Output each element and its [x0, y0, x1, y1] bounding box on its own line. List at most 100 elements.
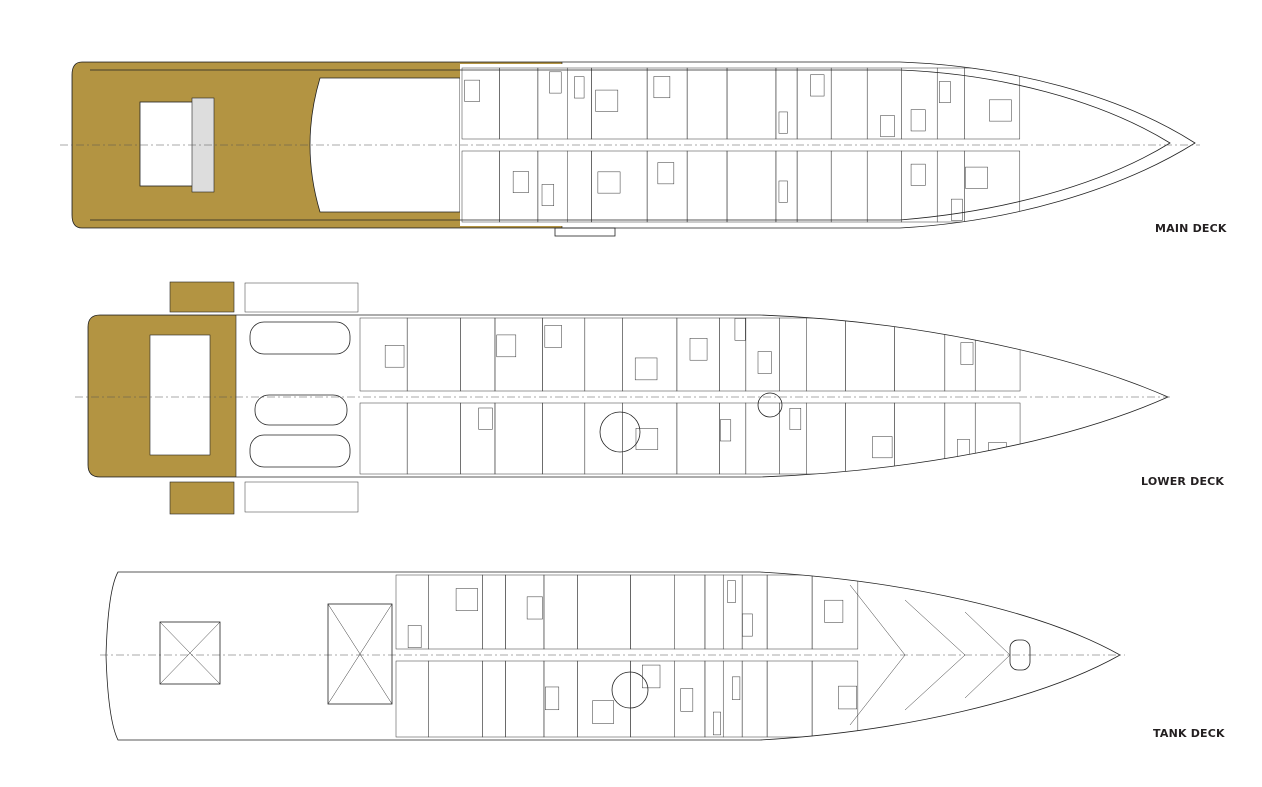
room-partition	[944, 402, 976, 475]
main-deck-label: MAIN DECK	[1155, 222, 1227, 235]
room-partition	[845, 317, 895, 392]
furniture	[592, 700, 614, 724]
furniture	[597, 171, 621, 194]
room-partition	[722, 574, 743, 650]
room-partition	[630, 660, 675, 738]
main-deck-pool	[139, 101, 203, 187]
side-door-bottom	[244, 481, 359, 513]
room-partition	[395, 574, 429, 650]
room-partition	[766, 574, 813, 650]
furniture	[824, 599, 844, 623]
furniture	[545, 686, 560, 711]
room-partition	[494, 402, 543, 475]
room-partition	[584, 402, 623, 475]
furniture	[734, 318, 746, 341]
furniture	[544, 325, 562, 348]
furniture	[960, 342, 974, 365]
furniture	[595, 89, 619, 112]
room-partition	[542, 402, 586, 475]
furniture	[965, 166, 988, 189]
room-partition	[395, 660, 429, 738]
room-partition	[674, 660, 706, 738]
room-partition	[845, 402, 895, 475]
room-partition	[577, 660, 631, 738]
furniture	[988, 442, 1007, 465]
furniture	[789, 408, 802, 430]
room-partition	[894, 402, 946, 475]
room-partition	[428, 574, 483, 650]
room-partition	[543, 574, 578, 650]
room-partition	[745, 317, 780, 392]
room-partition	[584, 317, 623, 392]
furniture	[512, 171, 529, 193]
furniture	[384, 345, 405, 368]
room-partition	[460, 317, 496, 392]
room-partition	[766, 660, 813, 738]
furniture	[635, 428, 659, 450]
furniture	[478, 407, 493, 430]
furniture	[680, 688, 694, 712]
room-partition	[676, 317, 720, 392]
furniture	[634, 357, 658, 381]
furniture	[713, 711, 721, 736]
furniture	[778, 111, 788, 134]
furniture	[549, 71, 562, 94]
room-partition	[811, 660, 859, 738]
furniture	[957, 439, 970, 461]
side-door-top	[244, 282, 359, 313]
room-partition	[974, 317, 1021, 392]
room-partition	[482, 574, 506, 650]
furniture	[526, 596, 543, 620]
furniture	[496, 334, 517, 358]
furniture	[407, 625, 422, 648]
furniture	[720, 419, 732, 442]
room-partition	[543, 660, 578, 738]
room-partition	[505, 660, 545, 738]
room-partition	[806, 402, 846, 475]
room-partition	[676, 402, 720, 475]
furniture	[872, 436, 893, 459]
furniture	[939, 81, 951, 103]
room-partition	[630, 574, 675, 650]
room-partition	[542, 317, 586, 392]
furniture	[778, 180, 788, 203]
room-partition	[460, 402, 496, 475]
furniture	[727, 580, 736, 603]
tender-bay-top-highlight	[169, 281, 235, 313]
room-partition	[779, 317, 807, 392]
lower-deck-plan	[75, 281, 1170, 515]
furniture	[810, 74, 825, 97]
tender-bay-bottom-highlight	[169, 481, 235, 515]
furniture	[657, 162, 675, 185]
lower-deck-label: LOWER DECK	[1141, 475, 1225, 488]
furniture	[732, 676, 741, 700]
furniture	[653, 76, 671, 99]
room-partition	[359, 402, 408, 475]
room-partition	[482, 660, 506, 738]
room-partition	[719, 402, 747, 475]
room-partition	[622, 402, 678, 475]
furniture	[541, 184, 555, 206]
room-partition	[406, 402, 461, 475]
furniture	[742, 613, 753, 637]
room-partition	[359, 317, 408, 392]
room-partition	[428, 660, 483, 738]
room-partition	[745, 402, 780, 475]
furniture	[757, 351, 772, 374]
furniture	[910, 109, 926, 132]
room-partition	[494, 317, 543, 392]
main-deck-plan	[60, 61, 1200, 237]
room-partition	[806, 317, 846, 392]
furniture	[951, 198, 963, 221]
room-partition	[505, 574, 545, 650]
room-partition	[741, 660, 768, 738]
furniture	[989, 99, 1012, 122]
room-partition	[719, 317, 747, 392]
room-partition	[779, 402, 807, 475]
furniture	[838, 685, 858, 710]
room-partition	[406, 317, 461, 392]
tank-deck-plan	[100, 571, 1125, 741]
furniture	[455, 588, 478, 611]
furniture	[689, 338, 708, 361]
